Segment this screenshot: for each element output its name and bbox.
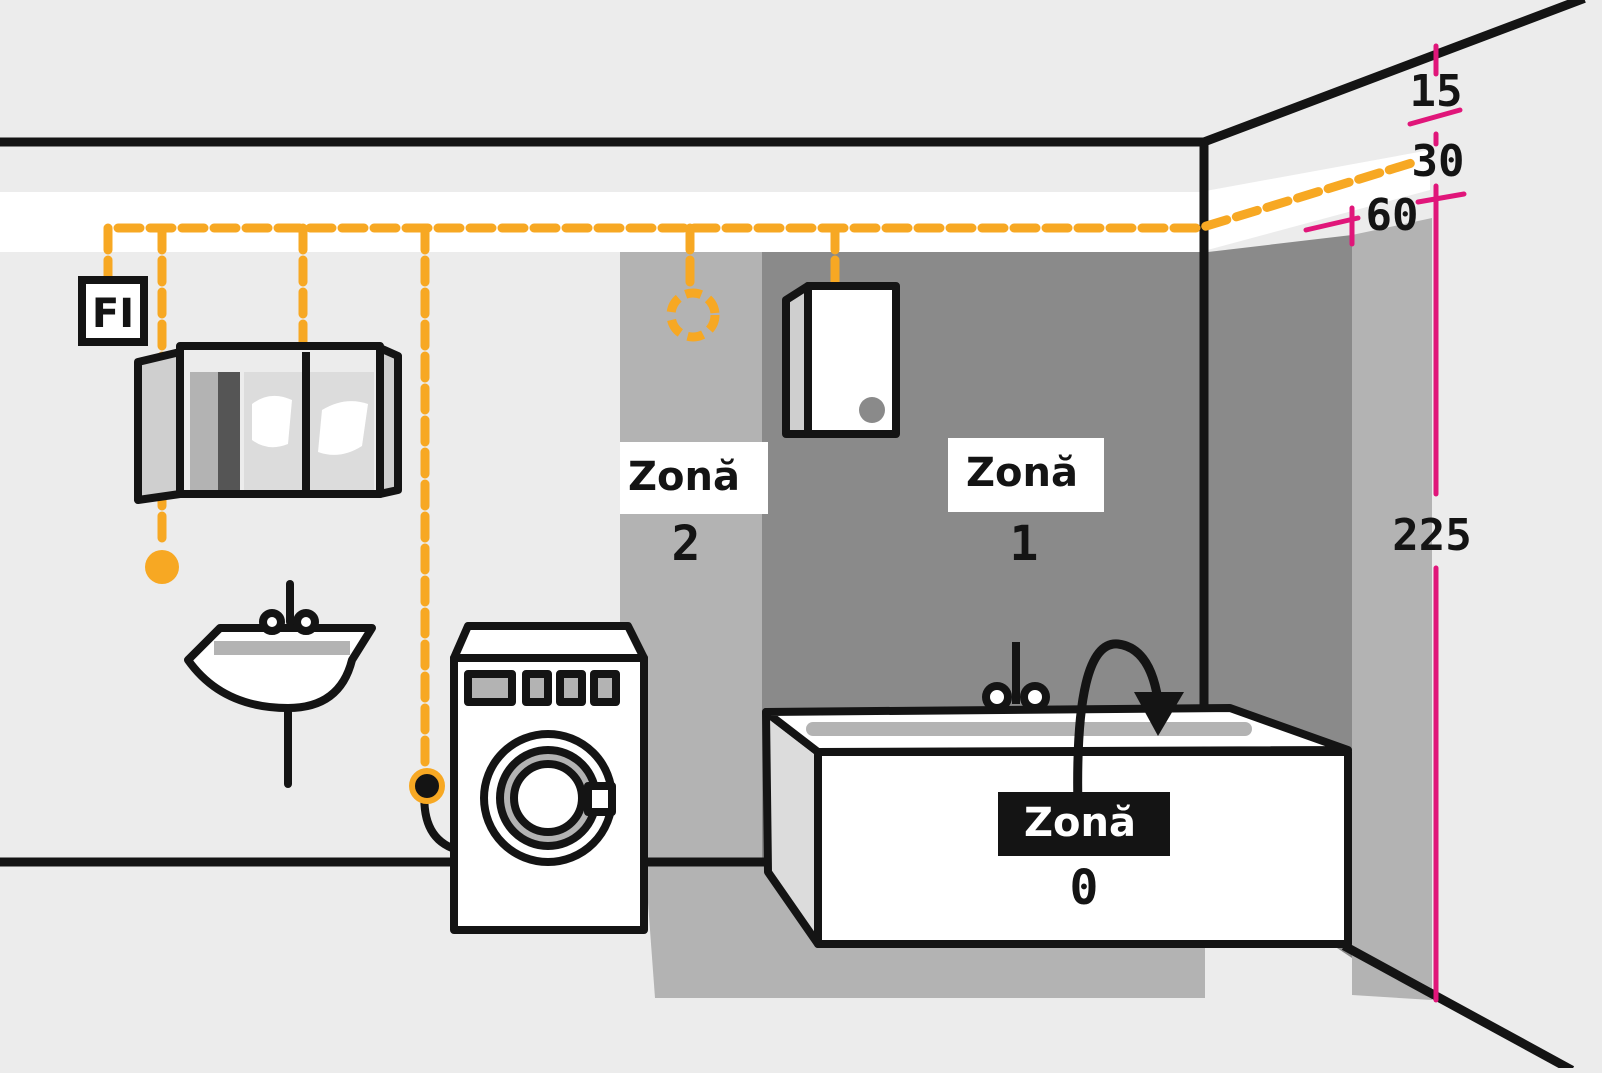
electrical-wiring <box>103 157 1420 775</box>
dimension-values: 15 30 60 225 <box>1366 66 1472 561</box>
dimension-60: 60 <box>1366 190 1419 241</box>
mirror-cabinet-icon <box>134 342 402 504</box>
dimension-lines <box>1303 43 1467 1003</box>
zone-0-label: Zonă 0 <box>998 792 1170 916</box>
zone-2-word: Zonă <box>628 454 740 500</box>
washing-machine-icon <box>450 622 648 934</box>
dimension-15: 15 <box>1410 66 1463 117</box>
zone-1-word: Zonă <box>966 450 1078 496</box>
zone-0-number: 0 <box>1070 860 1099 916</box>
bathtub-icon <box>762 642 1352 948</box>
dimension-30: 30 <box>1412 136 1465 187</box>
ceiling-light-outlet-icon <box>666 288 720 342</box>
zone-0-word: Zonă <box>1024 800 1136 846</box>
shower-hose-arrow-icon <box>1073 639 1184 811</box>
wall-light-point-icon <box>145 550 179 584</box>
wash-basin-icon <box>184 580 376 788</box>
zone-1-number: 1 <box>1010 516 1039 572</box>
zone-2-number: 2 <box>672 516 701 572</box>
dimension-225: 225 <box>1392 510 1471 561</box>
zone-2-label: Zonă 2 <box>620 442 768 572</box>
ceiling-wiring-band <box>0 192 1200 252</box>
zone-2-area <box>620 218 1432 1000</box>
water-heater-icon <box>782 282 900 438</box>
washing-machine-socket-icon <box>409 768 454 852</box>
fi-label: FI <box>92 291 134 337</box>
fi-breaker-box: FI <box>78 276 148 346</box>
zone-1-label: Zonă 1 <box>948 438 1104 572</box>
